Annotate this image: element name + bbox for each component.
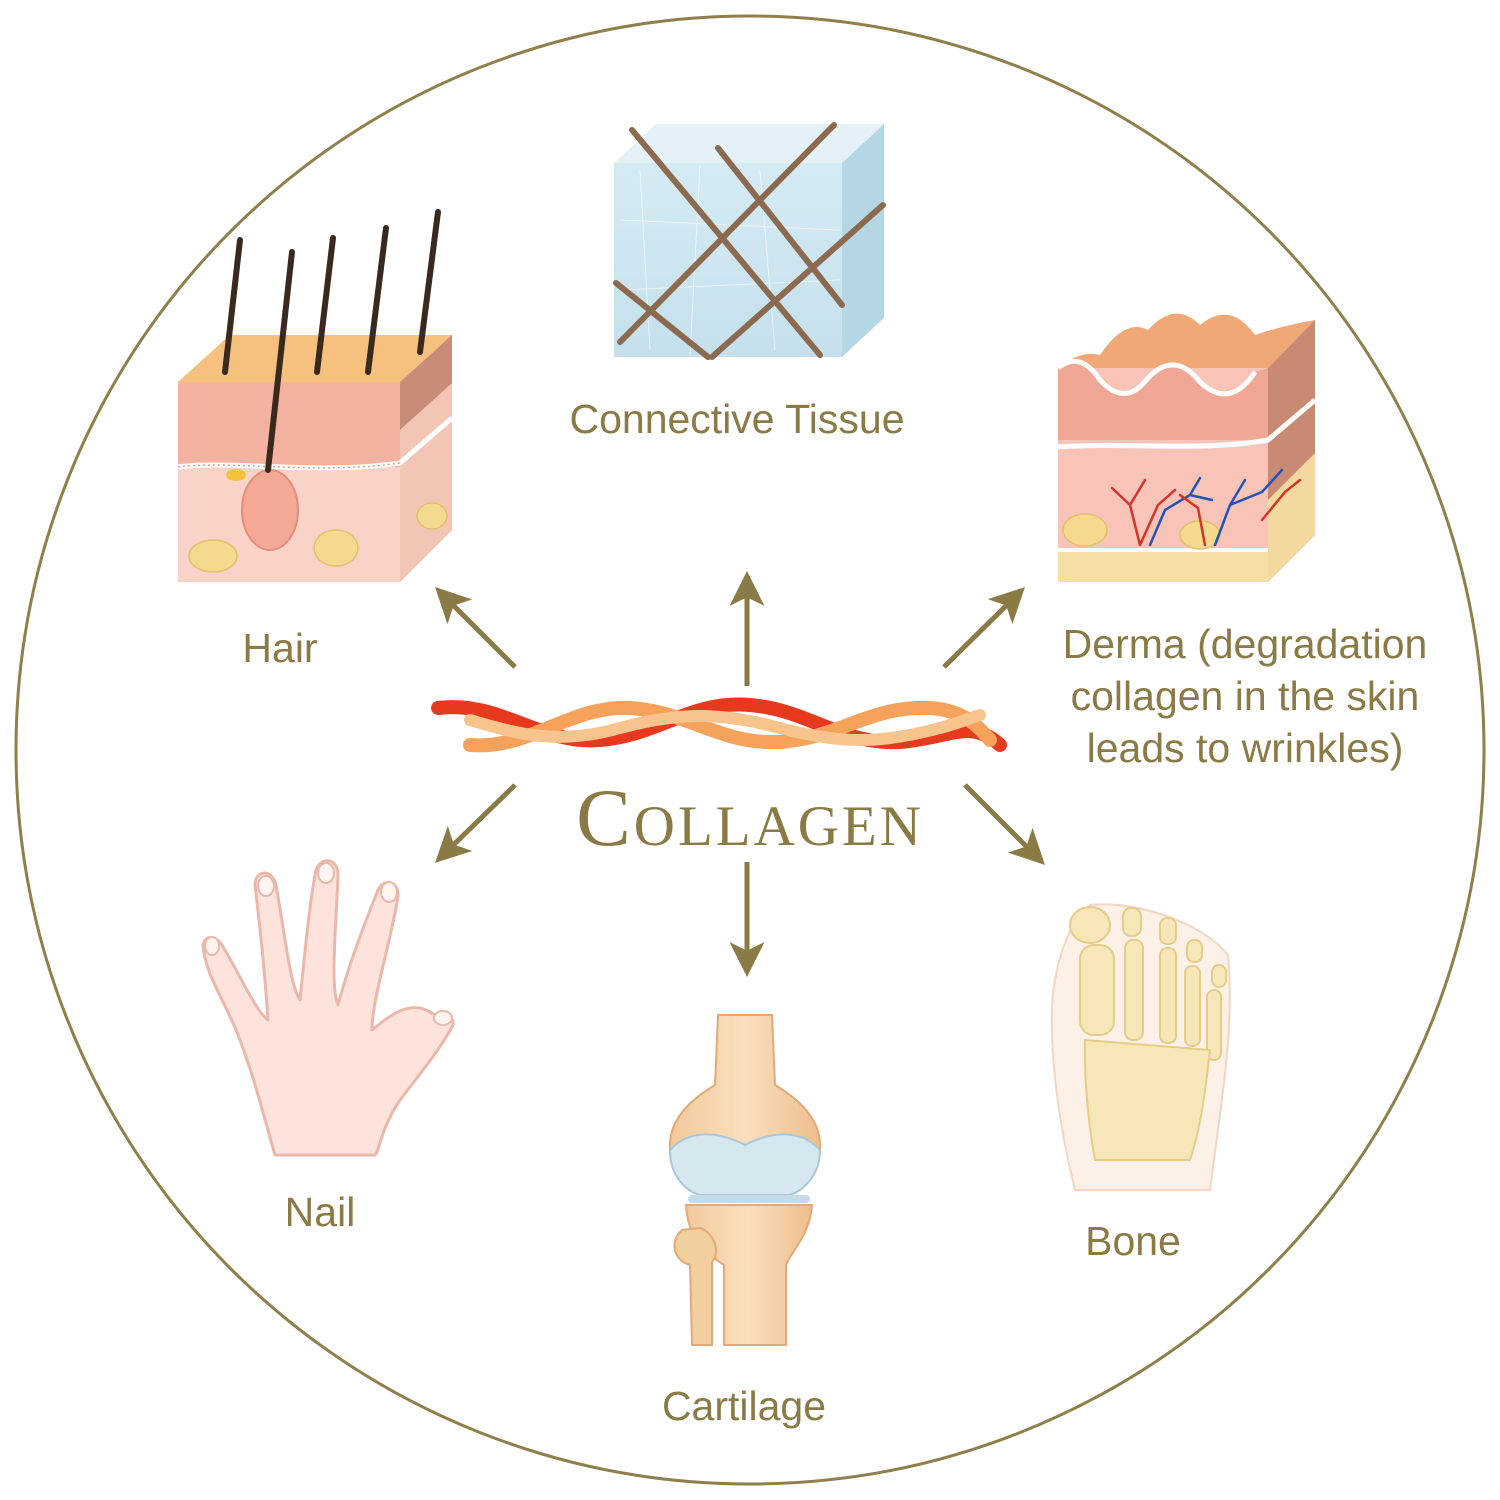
node-label-connective-tissue: Connective Tissue <box>569 396 905 442</box>
arrow-to-nail <box>434 783 517 863</box>
arrow-to-hair <box>435 587 517 669</box>
skin-hair-follicle-icon <box>177 209 454 582</box>
foot-bones-icon <box>1050 903 1231 1191</box>
hand-icon <box>201 859 455 1157</box>
derma-label-line-1: Derma (degradation <box>1062 621 1428 667</box>
node-label-bone: Bone <box>1085 1218 1181 1264</box>
outer-ring <box>14 14 1486 1486</box>
arrow-to-bone <box>963 783 1045 865</box>
connective-tissue-cube-icon <box>613 122 886 360</box>
node-label-derma: Derma (degradation collagen in the skin … <box>1030 618 1460 774</box>
derma-label-line-3: leads to wrinkles) <box>1086 725 1404 771</box>
arrows <box>434 571 1045 977</box>
node-label-nail: Nail <box>284 1189 356 1235</box>
arrow-to-derma <box>942 587 1025 669</box>
derma-label-line-2: collagen in the skin <box>1070 673 1420 719</box>
knee-joint-icon <box>668 1014 822 1346</box>
collagen-triple-helix <box>431 697 1007 753</box>
node-label-cartilage: Cartilage <box>661 1383 827 1429</box>
node-label-hair: Hair <box>242 625 318 671</box>
diagram-title: Collagen <box>576 772 924 863</box>
skin-wrinkle-layers-icon <box>1056 313 1317 582</box>
